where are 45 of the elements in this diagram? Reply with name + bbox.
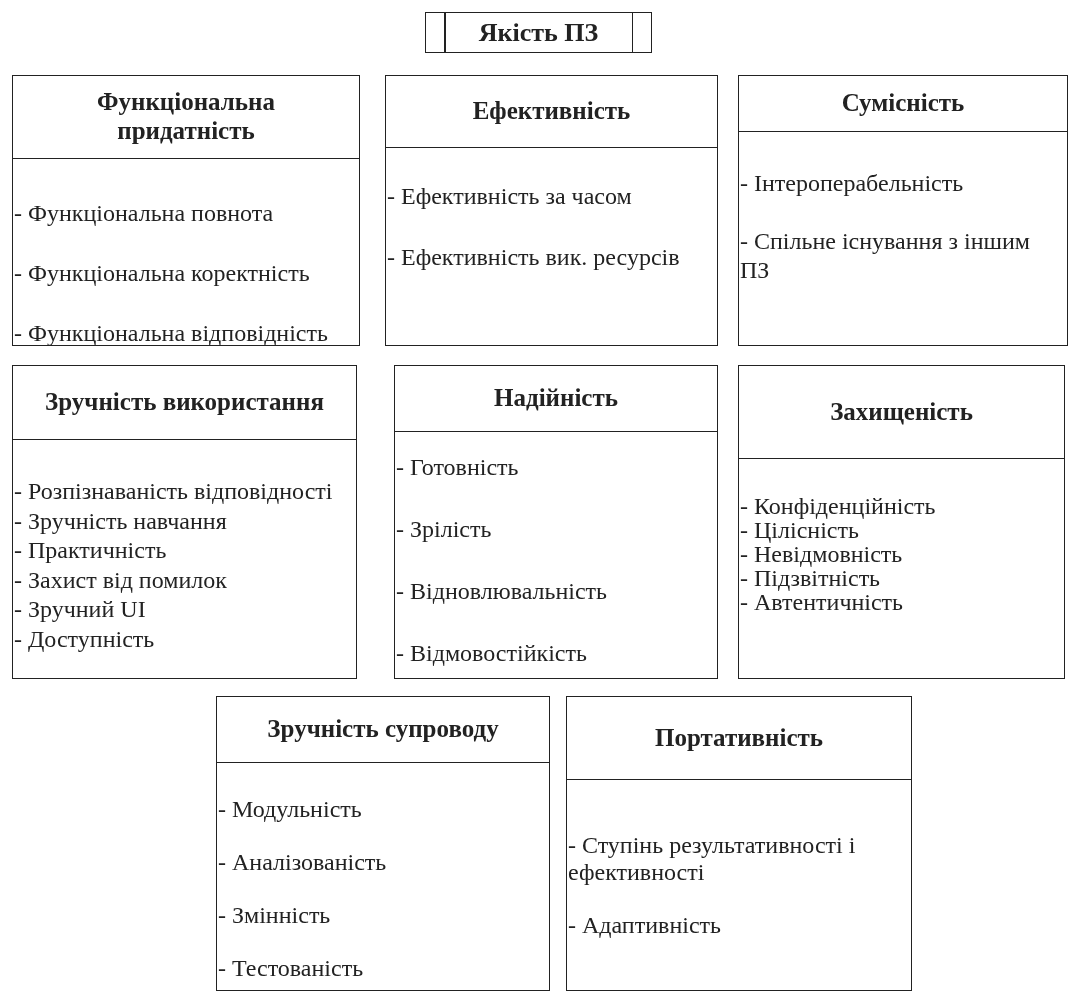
list-item: - Автентичність (740, 590, 905, 614)
list-item: - Відмовостійкість (396, 639, 588, 668)
list-item: - Зручність навчання (14, 506, 228, 536)
category-heading: Сумісність (840, 89, 966, 118)
list-item: - Розпізнаваність відповідності (14, 477, 334, 506)
category-heading: Портативність (653, 723, 825, 753)
list-item: - Відновлювальність (396, 577, 609, 606)
title-box: Якість ПЗ (425, 12, 652, 53)
list-item: - Спільне існування з іншим ПЗ (740, 227, 1031, 285)
list-item: - Захист від помилок (14, 565, 228, 595)
list-item: - Зрілість (396, 515, 493, 544)
list-item: - Функціональна відповідність (14, 320, 329, 346)
list-item: - Зручний UI (14, 595, 147, 624)
category-heading: Зручність супроводу (266, 715, 500, 744)
category-heading: Надійність (493, 384, 619, 413)
category-box (216, 696, 550, 991)
category-box (385, 75, 718, 346)
category-box (12, 365, 357, 679)
list-item: - Інтероперабельність (740, 169, 965, 198)
list-item: - Функціональна коректність (14, 260, 311, 286)
category-heading: Функціональна придатність (96, 88, 276, 146)
list-item: - Ефективність за часом (387, 182, 633, 211)
list-item: - Тестованість (218, 954, 365, 983)
category-box (738, 75, 1068, 346)
list-item: - Функціональна повнота (14, 200, 275, 226)
list-item: - Модульність (218, 795, 363, 824)
category-box (394, 365, 718, 679)
list-item: - Змінність (218, 901, 332, 930)
list-item: - Практичність (14, 536, 168, 565)
list-item: - Підзвітність (740, 566, 881, 590)
list-item: - Аналізованість (218, 848, 388, 877)
list-item: - Адаптивність (568, 912, 722, 939)
category-heading: Ефективність (471, 97, 632, 126)
category-box (738, 365, 1065, 679)
list-item: - Доступність (14, 624, 156, 654)
category-box (566, 696, 912, 991)
list-item: - Готовність (396, 453, 520, 482)
category-heading: Зручність використання (44, 388, 325, 417)
category-box (12, 75, 360, 346)
list-item: - Ефективність вик. ресурсів (387, 243, 681, 272)
list-item: - Цілісність (740, 518, 859, 542)
list-item: - Невідмовність (740, 542, 904, 566)
category-heading: Захищеність (829, 397, 974, 427)
list-item: - Конфіденційність (740, 494, 937, 518)
list-item: - Ступінь результативності і ефективності (568, 832, 857, 886)
